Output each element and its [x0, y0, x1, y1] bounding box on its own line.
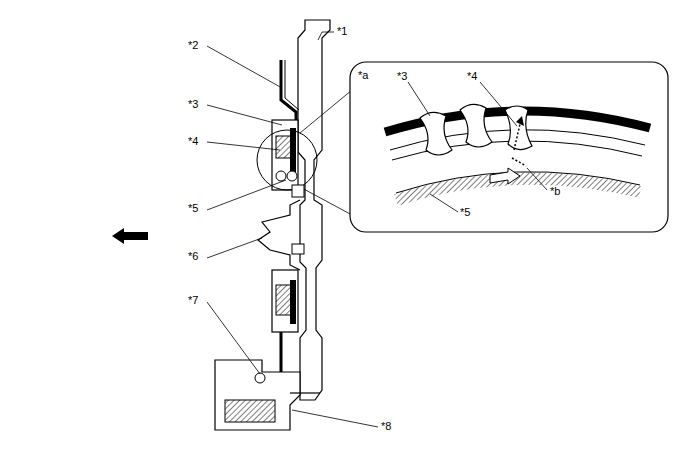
callout-number: *4 [467, 70, 477, 83]
seal [255, 373, 265, 383]
inset-letter: *a [358, 69, 368, 82]
callout-number: *2 [188, 39, 198, 52]
sprag-shape [460, 104, 492, 147]
zoom-line [300, 187, 352, 215]
pump-gear [225, 400, 275, 422]
rotation-arrow [512, 158, 526, 166]
housing [298, 20, 330, 400]
leader-lines [207, 32, 547, 427]
hub-bolt [292, 185, 304, 197]
zoom-line [300, 90, 352, 133]
direction-arrow [112, 228, 148, 244]
rotation-arrow [514, 124, 520, 150]
rotation-arrowhead [516, 116, 524, 126]
roller [276, 171, 286, 181]
callout-number: *5 [188, 202, 198, 215]
rotation-arrow-white [490, 168, 520, 184]
outer-race [290, 128, 296, 178]
inset-frame [350, 62, 668, 232]
callout-number: *6 [188, 250, 198, 263]
outer-race [290, 280, 296, 324]
sprag-shape [505, 106, 532, 150]
magnifier-circle [257, 130, 317, 190]
callout-number: *7 [188, 294, 198, 307]
callout-number: *3 [188, 98, 198, 111]
clutch-assembly [272, 270, 298, 332]
callout-number: *8 [381, 420, 391, 433]
hub-bolt [292, 244, 304, 254]
callout-letter: *b [550, 185, 560, 198]
plate-edge [285, 60, 299, 110]
roller [287, 171, 297, 181]
callout-number: *5 [460, 206, 470, 219]
callout-number: *1 [337, 25, 347, 38]
callout-number: *4 [188, 135, 198, 148]
plate [281, 60, 296, 125]
shaft [290, 392, 320, 393]
inner-race-arc [396, 179, 640, 200]
hub [258, 200, 300, 270]
sprag-shape [420, 112, 452, 155]
callout-number: *3 [397, 70, 407, 83]
